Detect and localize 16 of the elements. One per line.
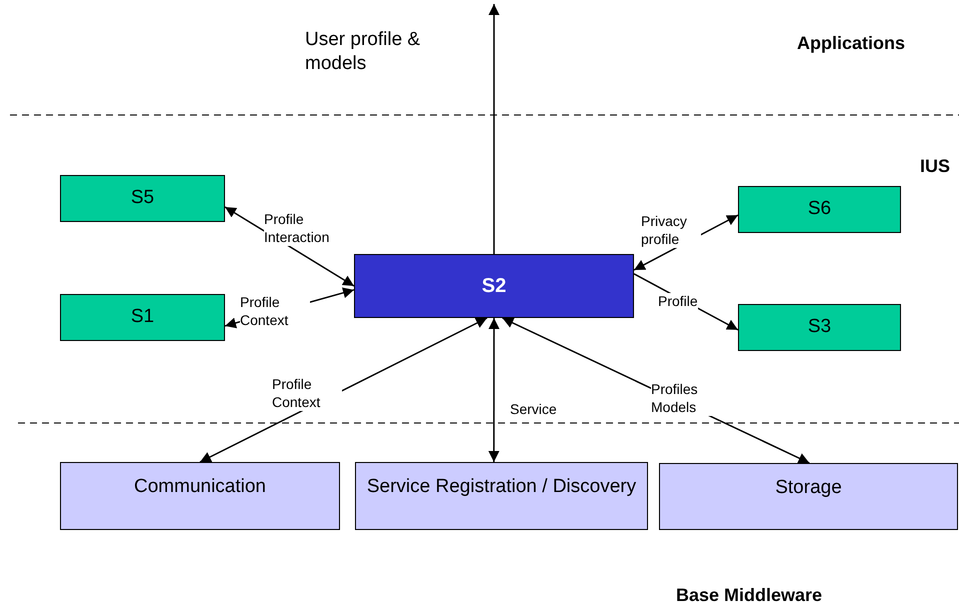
edge-label: Privacy profile <box>641 213 701 248</box>
middleware-box: Communication <box>60 462 340 530</box>
arrow <box>488 318 500 462</box>
middleware-box: Service Registration / Discovery <box>355 462 648 530</box>
edge-label: Profile <box>658 293 698 310</box>
edge-label: Profile Context <box>272 376 342 411</box>
layer-label: IUS <box>920 155 950 178</box>
service-box: S6 <box>738 186 901 233</box>
layer-label: Applications <box>797 32 906 55</box>
service-box: S1 <box>60 294 225 341</box>
service-box: S5 <box>60 175 225 222</box>
middleware-box: Storage <box>659 463 958 530</box>
core-service-box: S2 <box>354 254 634 318</box>
service-box: S3 <box>738 304 901 351</box>
arrow <box>488 4 500 254</box>
layer-label: Base Middleware <box>676 584 822 602</box>
